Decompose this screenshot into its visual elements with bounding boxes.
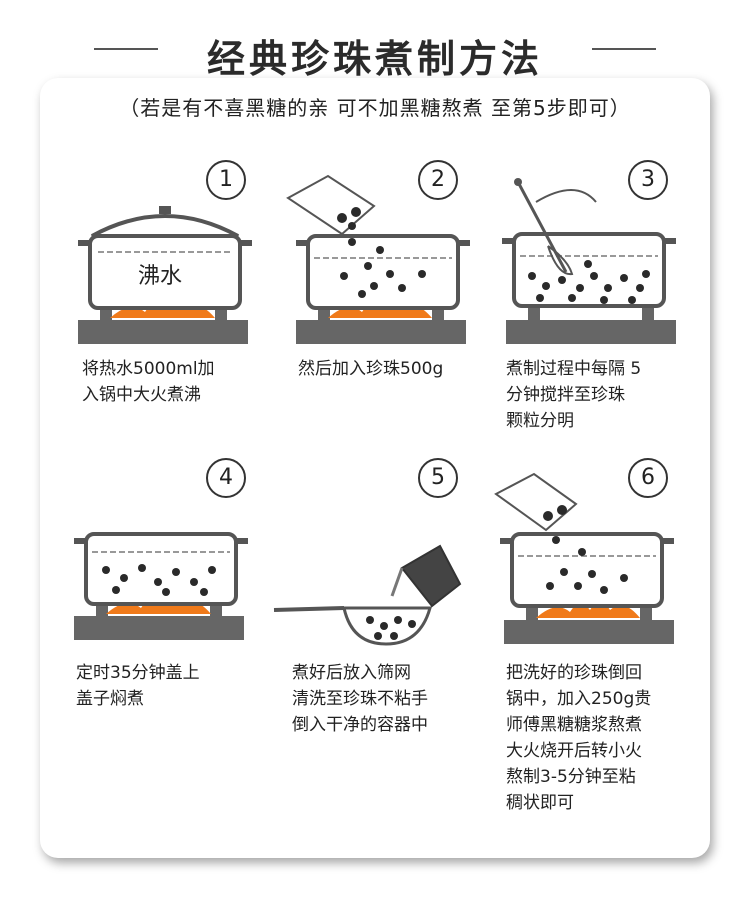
step-1-boiling-pot-illustration: [78, 206, 252, 344]
strainer-handle: [273, 606, 345, 612]
pot-body: [510, 532, 664, 608]
pearl-bag-icon: [494, 472, 578, 532]
pot-body: [306, 234, 460, 310]
stove-base: [78, 320, 248, 344]
step-1-number: 1: [206, 160, 246, 200]
page-subtitle: （若是有不喜黑糖的亲 可不加黑糖熬煮 至第5步即可）: [119, 96, 631, 120]
stir-arrow-icon: [535, 189, 597, 203]
step-4-description: 定时35分钟盖上 盖子焖煮: [76, 663, 200, 709]
step-6-syrup-illustration: [494, 472, 674, 644]
step-4-simmer-illustration: [74, 532, 248, 640]
whisk-icon: [516, 181, 568, 273]
step-3-number: 3: [628, 160, 668, 200]
instruction-card: [40, 78, 710, 858]
step-3-description: 煮制过程中每隔 5 分钟搅拌至珍珠 颗粒分明: [506, 359, 642, 431]
step-1-pot-label: 沸水: [138, 264, 183, 289]
flame-icon: [536, 602, 640, 618]
page-bottom-margin: [0, 880, 750, 905]
step-2-description: 然后加入珍珠500g: [298, 359, 444, 379]
page-title: 经典珍珠煮制方法: [206, 37, 543, 81]
step-4-number: 4: [206, 458, 246, 498]
step-5-description: 煮好后放入筛网 清洗至珍珠不粘手 倒入干净的容器中: [292, 663, 428, 735]
measuring-jug-icon: [400, 544, 462, 608]
title-area: 经典珍珠煮制方法: [0, 22, 750, 82]
step-1-description: 将热水5000ml加 入锅中大火煮沸: [82, 359, 215, 405]
pearls: [543, 505, 628, 594]
pearls: [102, 564, 216, 596]
pearls: [337, 207, 426, 298]
step-3-stir-illustration: [502, 178, 676, 344]
step-5-number: 5: [418, 458, 458, 498]
step-2-add-pearls-illustration: [286, 174, 470, 344]
pearl-bag-icon: [286, 174, 376, 236]
step-6-number: 6: [628, 458, 668, 498]
title-divider-left: [94, 48, 158, 50]
step-2-number: 2: [418, 160, 458, 200]
title-divider-right: [592, 48, 656, 50]
step-6-description: 把洗好的珍珠倒回 锅中，加入250g贵 师傅黑糖糖浆熬煮 大火烧开后转小火 熬制…: [506, 663, 652, 813]
pot-lid: [91, 214, 239, 238]
pot-body: [512, 232, 666, 308]
step-5-strainer-illustration: [273, 544, 462, 646]
pearls: [528, 260, 650, 304]
